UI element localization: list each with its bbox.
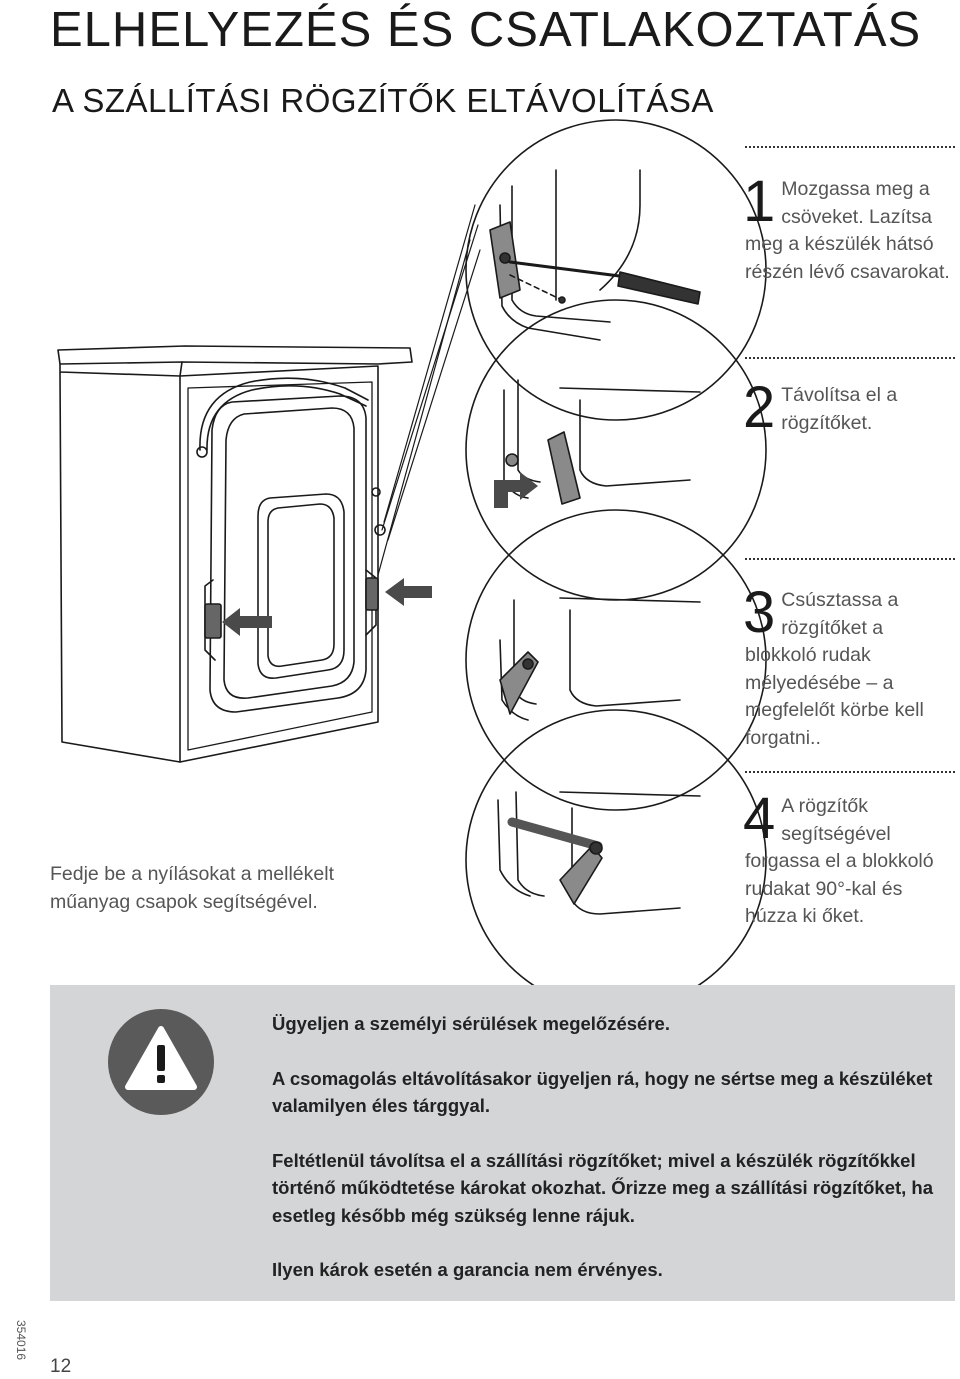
separator (745, 771, 955, 773)
detail-circle-1 (465, 119, 767, 421)
detail-circle-3 (465, 509, 767, 811)
step-number: 3 (743, 580, 776, 645)
separator (745, 146, 955, 148)
warning-text: Ügyeljen a személyi sérülések megelőzésé… (272, 1010, 942, 1284)
warning-paragraph: Ügyeljen a személyi sérülések megelőzésé… (272, 1013, 670, 1034)
detail-circle-2 (465, 299, 767, 601)
step-number: 1 (743, 169, 776, 234)
page-number: 12 (50, 1356, 72, 1377)
step-text: A rögzítők segítségével forgassa el a bl… (745, 795, 934, 927)
warning-paragraph: Ilyen károk esetén a garancia nem érvény… (272, 1259, 663, 1280)
warning-box: Ügyeljen a személyi sérülések megelőzésé… (50, 985, 955, 1301)
section-subtitle: A SZÁLLÍTÁSI RÖGZÍTŐK ELTÁVOLÍTÁSA (52, 82, 714, 119)
warning-triangle-icon (108, 1009, 214, 1115)
step-number: 4 (743, 786, 776, 851)
caption: Fedje be a nyílásokat a mellékelt műanya… (50, 863, 334, 913)
washing-machine-illustration (57, 119, 767, 985)
document-id: 354016 (14, 1320, 28, 1361)
step-text: Csúsztassa a rözgítőket a blokkoló rudak… (745, 589, 924, 749)
step-text: Mozgassa meg a csöveket. Lazítsa meg a k… (745, 178, 950, 283)
separator (745, 558, 955, 560)
page-title: ELHELYEZÉS ÉS CSATLAKOZTATÁS (50, 3, 922, 57)
warning-paragraph: Feltétlenül távolítsa el a szállítási rö… (272, 1149, 934, 1226)
step-text: Távolítsa el a rögzítőket. (781, 384, 898, 434)
separator (745, 357, 955, 359)
warning-paragraph: A csomagolás eltávolításakor ügyeljen rá… (272, 1067, 933, 1117)
step-number: 2 (743, 375, 776, 440)
machine-back-view (57, 345, 413, 763)
detail-circle-4 (465, 709, 767, 985)
